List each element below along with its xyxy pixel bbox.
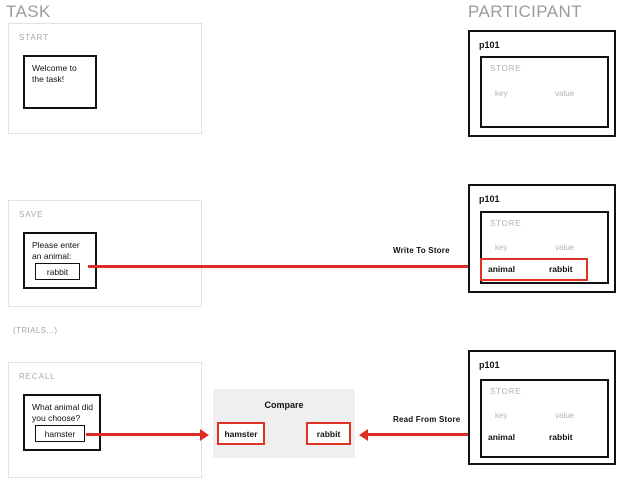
task-panel-save: SAVE Please enter an animal: rabbit: [8, 200, 202, 307]
participant-column-heading: PARTICIPANT: [468, 2, 582, 21]
animal-input-save[interactable]: rabbit: [35, 263, 80, 280]
store-cell-value-save: rabbit: [549, 264, 573, 274]
arrow-label-read-from-store: Read From Store: [393, 415, 461, 424]
store-value-header-recall: value: [555, 411, 575, 420]
store-box-save: STORE key value animal rabbit: [480, 211, 609, 284]
task-column-heading: TASK: [6, 2, 51, 21]
task-panel-recall: RECALL What animal did you choose? hamst…: [8, 362, 202, 478]
store-key-header-recall: key: [495, 411, 508, 420]
store-box-recall: STORE key value animal rabbit: [480, 379, 609, 458]
store-cell-key-save: animal: [488, 264, 515, 274]
arrow-line-card-to-compare: [86, 433, 203, 436]
animal-input-recall[interactable]: hamster: [35, 425, 85, 442]
stimulus-card-save: Please enter an animal: rabbit: [23, 232, 97, 289]
compare-panel: Compare hamster rabbit: [213, 389, 355, 458]
panel-label-start: START: [19, 33, 49, 42]
compare-chip-response-value: hamster: [224, 428, 258, 439]
participant-box-recall: p101 STORE key value animal rabbit: [468, 350, 616, 465]
animal-input-recall-value: hamster: [44, 428, 76, 439]
store-cell-key-recall: animal: [488, 432, 515, 442]
compare-chip-response: hamster: [217, 422, 265, 445]
arrow-label-write-to-store: Write To Store: [393, 246, 450, 255]
participant-id-save: p101: [479, 194, 500, 204]
store-label-save: STORE: [490, 219, 522, 228]
compare-chip-stored: rabbit: [306, 422, 351, 445]
store-box-start: STORE key value: [480, 56, 609, 128]
store-cell-value-recall: rabbit: [549, 432, 573, 442]
store-value-header-start: value: [555, 89, 575, 98]
task-panel-start: START Welcome to the task!: [8, 23, 202, 134]
stimulus-card-save-text: Please enter an animal:: [32, 240, 80, 261]
animal-input-save-value: rabbit: [46, 266, 69, 277]
store-row-highlight-save: [480, 258, 588, 281]
arrow-head-card-to-compare: [200, 428, 209, 441]
participant-id-recall: p101: [479, 360, 500, 370]
stimulus-card-recall-text: What animal did you choose?: [32, 402, 93, 423]
store-key-header-save: key: [495, 243, 508, 252]
participant-id-start: p101: [479, 40, 500, 50]
store-key-header-start: key: [495, 89, 508, 98]
store-label-recall: STORE: [490, 387, 522, 396]
arrow-line-read-from-store: [368, 433, 478, 436]
compare-chip-stored-value: rabbit: [316, 428, 341, 439]
participant-box-save: p101 STORE key value animal rabbit: [468, 184, 616, 293]
stimulus-card-start: Welcome to the task!: [23, 55, 97, 109]
arrow-head-read-from-store: [359, 428, 368, 441]
panel-label-save: SAVE: [19, 210, 44, 219]
store-value-header-save: value: [555, 243, 575, 252]
store-label-start: STORE: [490, 64, 522, 73]
arrow-line-write-to-store: [88, 265, 472, 268]
compare-title: Compare: [264, 400, 304, 410]
stimulus-card-start-text: Welcome to the task!: [32, 63, 77, 84]
stimulus-card-recall: What animal did you choose? hamster: [23, 394, 101, 451]
panel-label-recall: RECALL: [19, 372, 56, 381]
trials-note: (TRIALS...): [13, 326, 58, 335]
participant-box-start: p101 STORE key value: [468, 30, 616, 137]
